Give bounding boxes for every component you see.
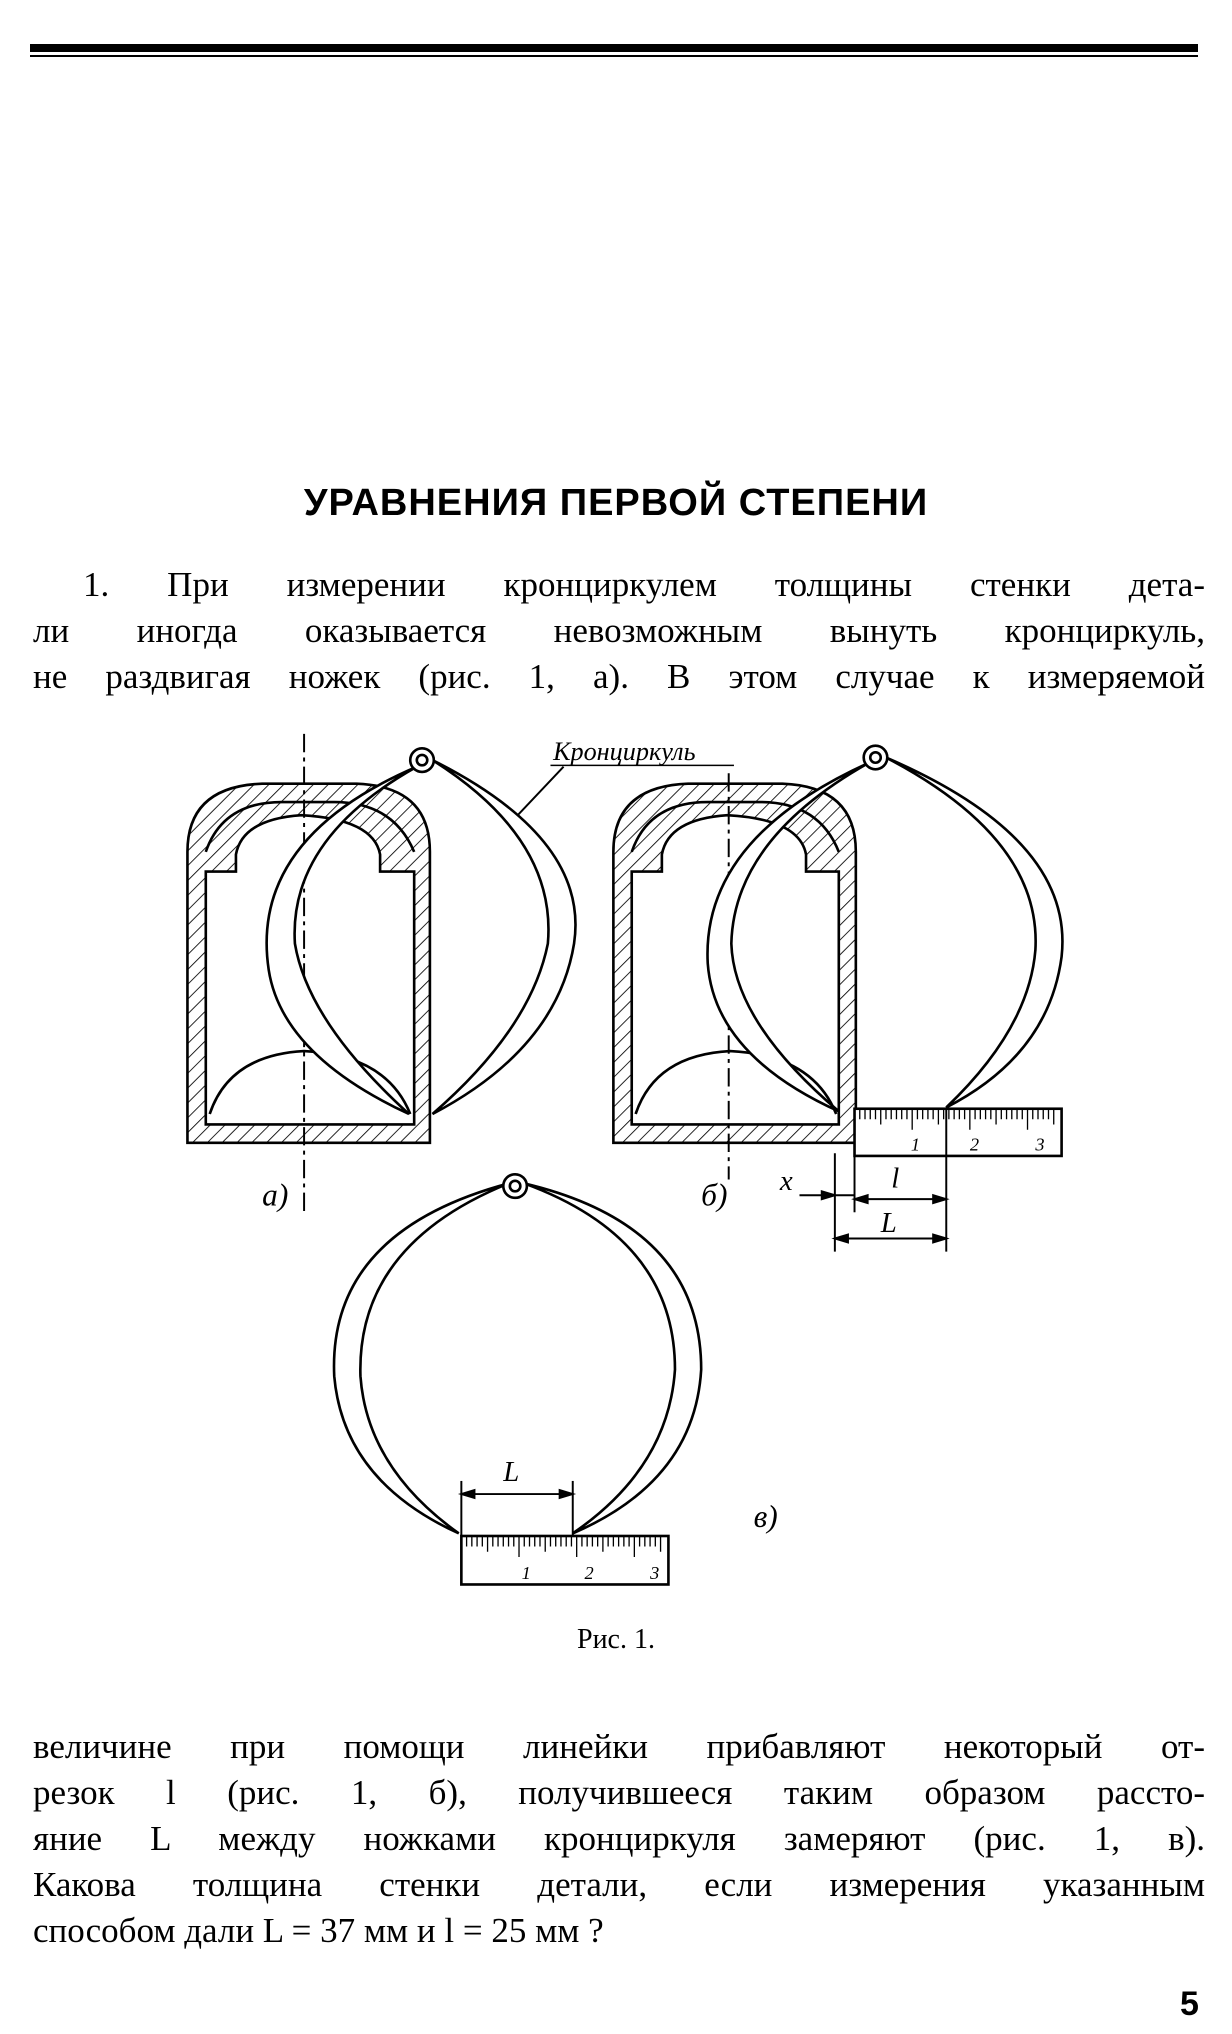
ruler-b-number: 2 <box>970 1135 979 1155</box>
text-line: резок l (рис. 1, б), получившееся таким … <box>33 1773 1205 1812</box>
figure-caption: Рис. 1. <box>577 1624 655 1655</box>
dimension-line-c <box>457 1480 577 1536</box>
text-line: ли иногда оказывается невозможным вынуть… <box>33 611 1205 650</box>
label-b: б) <box>701 1178 727 1213</box>
text-line: яние L между ножками кронциркуля замеряю… <box>33 1819 1205 1858</box>
problem-paragraph-1: 1. При измерении кронциркулем толщины ст… <box>33 562 1205 700</box>
page-number: 5 <box>1180 1985 1199 2023</box>
caliper-label: Кронциркуль <box>552 737 696 766</box>
dim-l-label: l <box>891 1162 899 1194</box>
text-line: способом дали L = 37 мм и l = 25 мм ? <box>33 1911 604 1950</box>
ruler-c-number: 3 <box>649 1563 659 1583</box>
ruler-c-number: 1 <box>522 1563 531 1583</box>
dim-L-label-b: L <box>880 1207 897 1239</box>
label-c: в) <box>754 1499 778 1534</box>
ruler-b-number: 3 <box>1034 1135 1044 1155</box>
dim-L-label-c: L <box>502 1456 519 1488</box>
caliper-leader-line <box>516 766 565 816</box>
ruler-c-number: 2 <box>585 1563 594 1583</box>
top-rule-thick <box>30 44 1198 52</box>
text-line: 1. При измерении кронциркулем толщины ст… <box>83 565 1205 604</box>
text-line: Какова толщина стенки детали, если измер… <box>33 1865 1205 1904</box>
section-heading: УРАВНЕНИЯ ПЕРВОЙ СТЕПЕНИ <box>303 482 929 524</box>
ruler-b-number: 1 <box>911 1135 920 1155</box>
ruler-c <box>460 1534 670 1586</box>
top-rule-thin <box>30 55 1198 57</box>
dimension-lines-b <box>799 1107 950 1252</box>
text-line: величине при помощи линейки прибавляют н… <box>33 1727 1205 1766</box>
dim-x-label: x <box>779 1165 793 1197</box>
ruler-b <box>853 1107 1063 1158</box>
problem-paragraph-2: величине при помощи линейки прибавляют н… <box>33 1724 1205 1954</box>
text-line: не раздвигая ножек (рис. 1, а). В этом с… <box>33 657 1205 696</box>
part-a-workpiece <box>186 733 432 1213</box>
caliper-a <box>265 747 577 1116</box>
caliper-b <box>706 744 1064 1113</box>
label-a: а) <box>262 1178 288 1213</box>
